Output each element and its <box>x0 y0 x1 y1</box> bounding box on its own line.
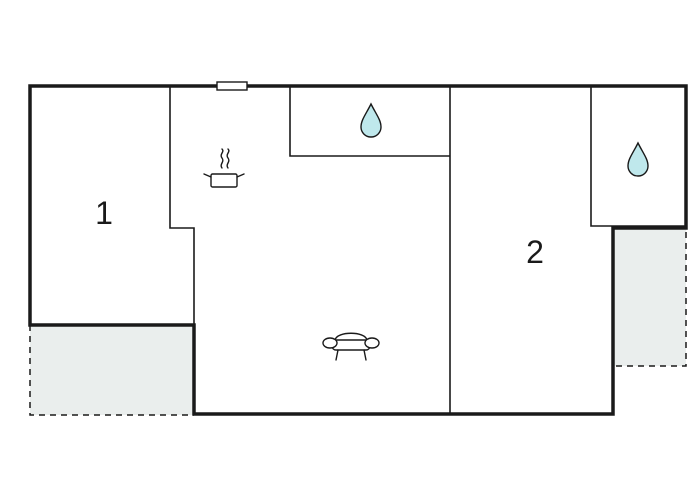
room-number-1: 1 <box>95 195 113 231</box>
exterior-wall <box>28 84 688 416</box>
room-number-2: 2 <box>526 234 544 270</box>
cooking-pot-icon <box>203 148 245 188</box>
wall-bathroom-1 <box>289 86 450 157</box>
sofa-icon <box>322 332 380 361</box>
water-drop-icon <box>360 102 382 138</box>
window <box>216 81 248 91</box>
terrace-right <box>613 227 687 367</box>
wall-bathroom-2 <box>590 86 686 227</box>
interior-walls <box>169 86 686 414</box>
water-drop-icon <box>627 141 649 177</box>
wall-bedroom-1 <box>169 86 195 325</box>
terrace-left <box>29 325 194 416</box>
